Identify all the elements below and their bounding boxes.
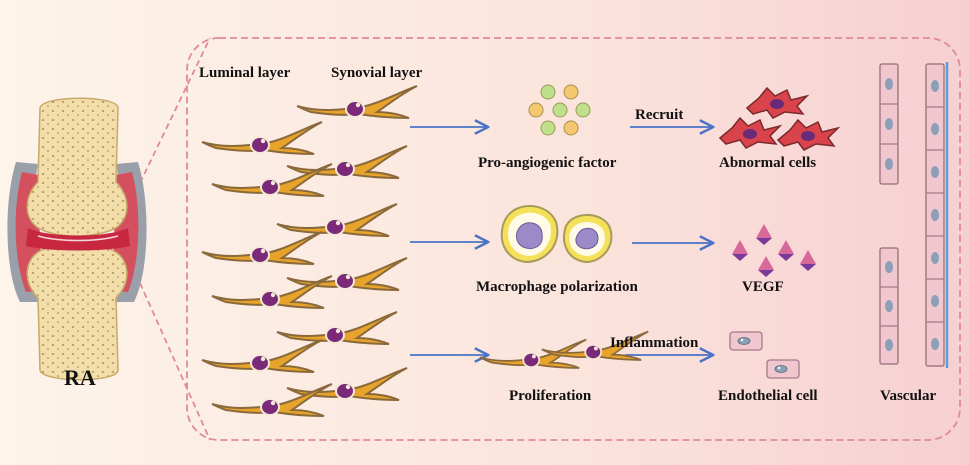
joint-label: RA [64,365,96,390]
macrophage-polarization-label: Macrophage polarization [476,279,638,295]
joint-illustration [7,97,147,381]
endothelial-cell [766,359,800,379]
luminal-layer-label: Luminal layer [199,65,291,81]
macrophages [500,205,613,264]
endothelial-cell [729,331,763,351]
recruit-label: Recruit [635,107,684,123]
endothelial-cell-label: Endothelial cell [718,388,818,404]
proliferation-label: Proliferation [509,388,592,404]
vegf-triangles [732,224,816,277]
magnification-lines [139,37,211,441]
pro-angiogenic-factor-label: Pro-angiogenic factor [478,155,617,171]
vessel-wall [879,62,949,368]
inflammation-label: Inflammation [610,335,699,351]
zoom-panel-border [186,37,961,441]
vascular-label: Vascular [880,388,937,404]
synovial-layer-label: Synovial layer [331,65,423,81]
arrows [410,127,712,355]
vegf-label: VEGF [742,279,784,295]
pro-angiogenic-factor-dots [528,84,591,136]
abnormal-cells-label: Abnormal cells [719,155,817,171]
